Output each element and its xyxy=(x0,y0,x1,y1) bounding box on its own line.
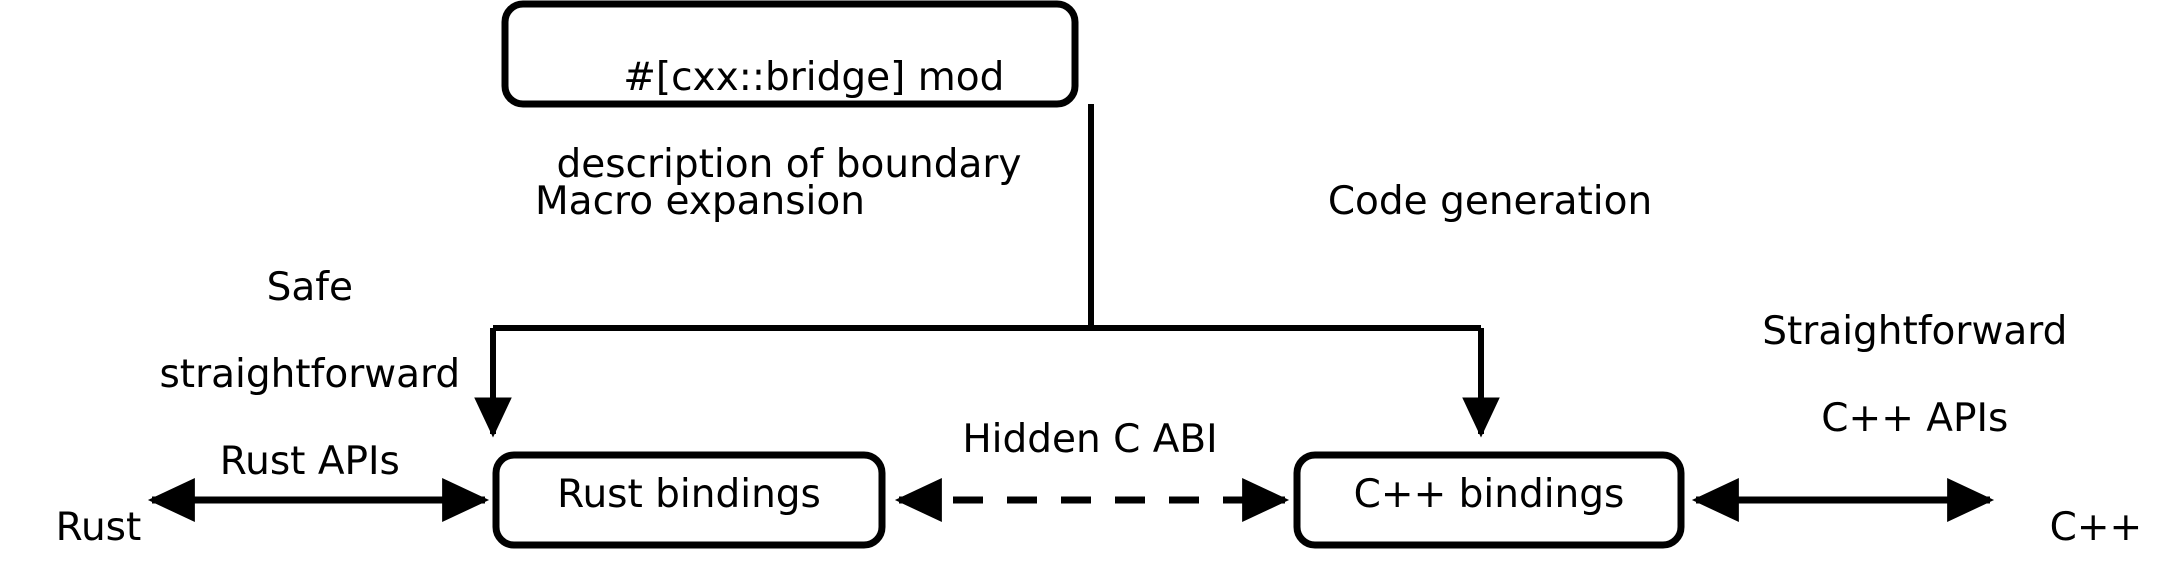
cpp-code-line1: C++ xyxy=(2049,504,2143,550)
macro-expansion-label: Macro expansion xyxy=(535,179,865,224)
bridge-mod-line1: #[cxx::bridge] mod xyxy=(623,54,1005,100)
cpp-bindings-box[interactable] xyxy=(1293,451,1685,549)
bridge-mod-label: #[cxx::bridge] mod description of bounda… xyxy=(503,12,1075,274)
right-api-line1: Straightforward xyxy=(1762,308,2068,354)
rust-bindings-box[interactable] xyxy=(492,451,886,549)
right-api-line2: C++ APIs xyxy=(1821,396,2009,442)
left-api-line3: Rust APIs xyxy=(219,439,400,485)
left-api-line1: Safe xyxy=(266,264,353,310)
bridge-mod-box[interactable] xyxy=(501,0,1079,108)
left-api-label: Safe straightforward Rust APIs xyxy=(85,222,485,528)
rust-code-label: Rust code xyxy=(6,462,176,569)
rust-bindings-label: Rust bindings xyxy=(557,472,821,517)
left-api-line2: straightforward xyxy=(159,352,461,398)
cpp-code-label: C++ code xyxy=(2000,462,2168,569)
rust-code-line1: Rust xyxy=(55,504,142,550)
cpp-bindings-label: C++ bindings xyxy=(1353,472,1625,517)
hidden-c-abi-label: Hidden C ABI xyxy=(962,417,1218,462)
code-generation-label: Code generation xyxy=(1327,179,1653,224)
bridge-mod-line2: description of boundary xyxy=(556,142,1022,188)
right-api-label: Straightforward C++ APIs xyxy=(1690,266,2090,484)
